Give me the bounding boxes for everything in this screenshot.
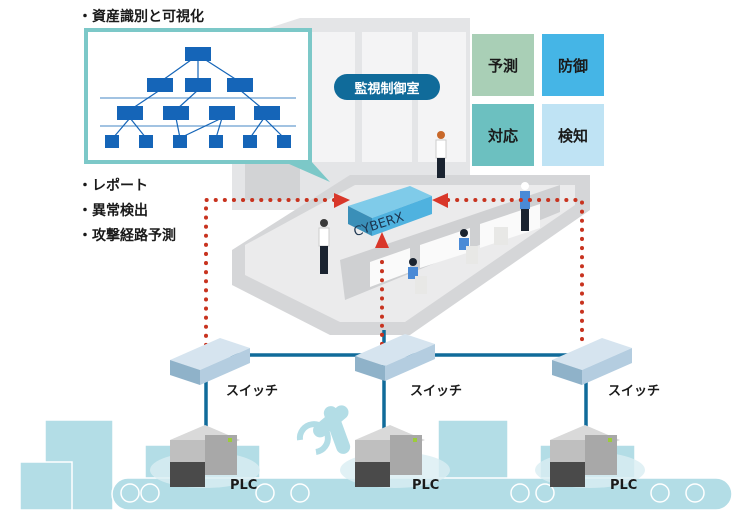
network-switch [355, 334, 435, 381]
cycle-detect: 検知 [542, 104, 604, 166]
cycle-respond: 対応 [472, 104, 534, 166]
switch-label: スイッチ [608, 384, 661, 399]
feature-report: レポート [78, 175, 148, 195]
conveyor-rollers [120, 483, 705, 503]
network-switch [170, 338, 250, 385]
plc-label: PLC [610, 478, 638, 493]
control-room-label: 監視制御室 [334, 74, 440, 100]
cycle-protect: 防御 [542, 34, 604, 96]
operator-figures [318, 131, 530, 294]
plc-device [550, 425, 620, 487]
plc-device [355, 425, 425, 487]
feature-attack-path-prediction: 攻撃経路予測 [78, 225, 176, 245]
network-switch [552, 338, 632, 385]
plc-label: PLC [412, 478, 440, 493]
monitoring-path [204, 198, 584, 347]
inbound-arrows [334, 193, 448, 248]
asset-visualization-panel [84, 28, 330, 182]
asset-visibility-heading: 資産識別と可視化 [78, 6, 204, 26]
cyberx-appliance [348, 186, 432, 236]
switch-label: スイッチ [226, 384, 279, 399]
plc-label: PLC [230, 478, 258, 493]
plc-device [170, 425, 240, 487]
cycle-predict: 予測 [472, 34, 534, 96]
feature-anomaly-detection: 異常検出 [78, 200, 148, 220]
switch-label: スイッチ [410, 384, 463, 399]
robot-arm-icon [296, 405, 351, 455]
